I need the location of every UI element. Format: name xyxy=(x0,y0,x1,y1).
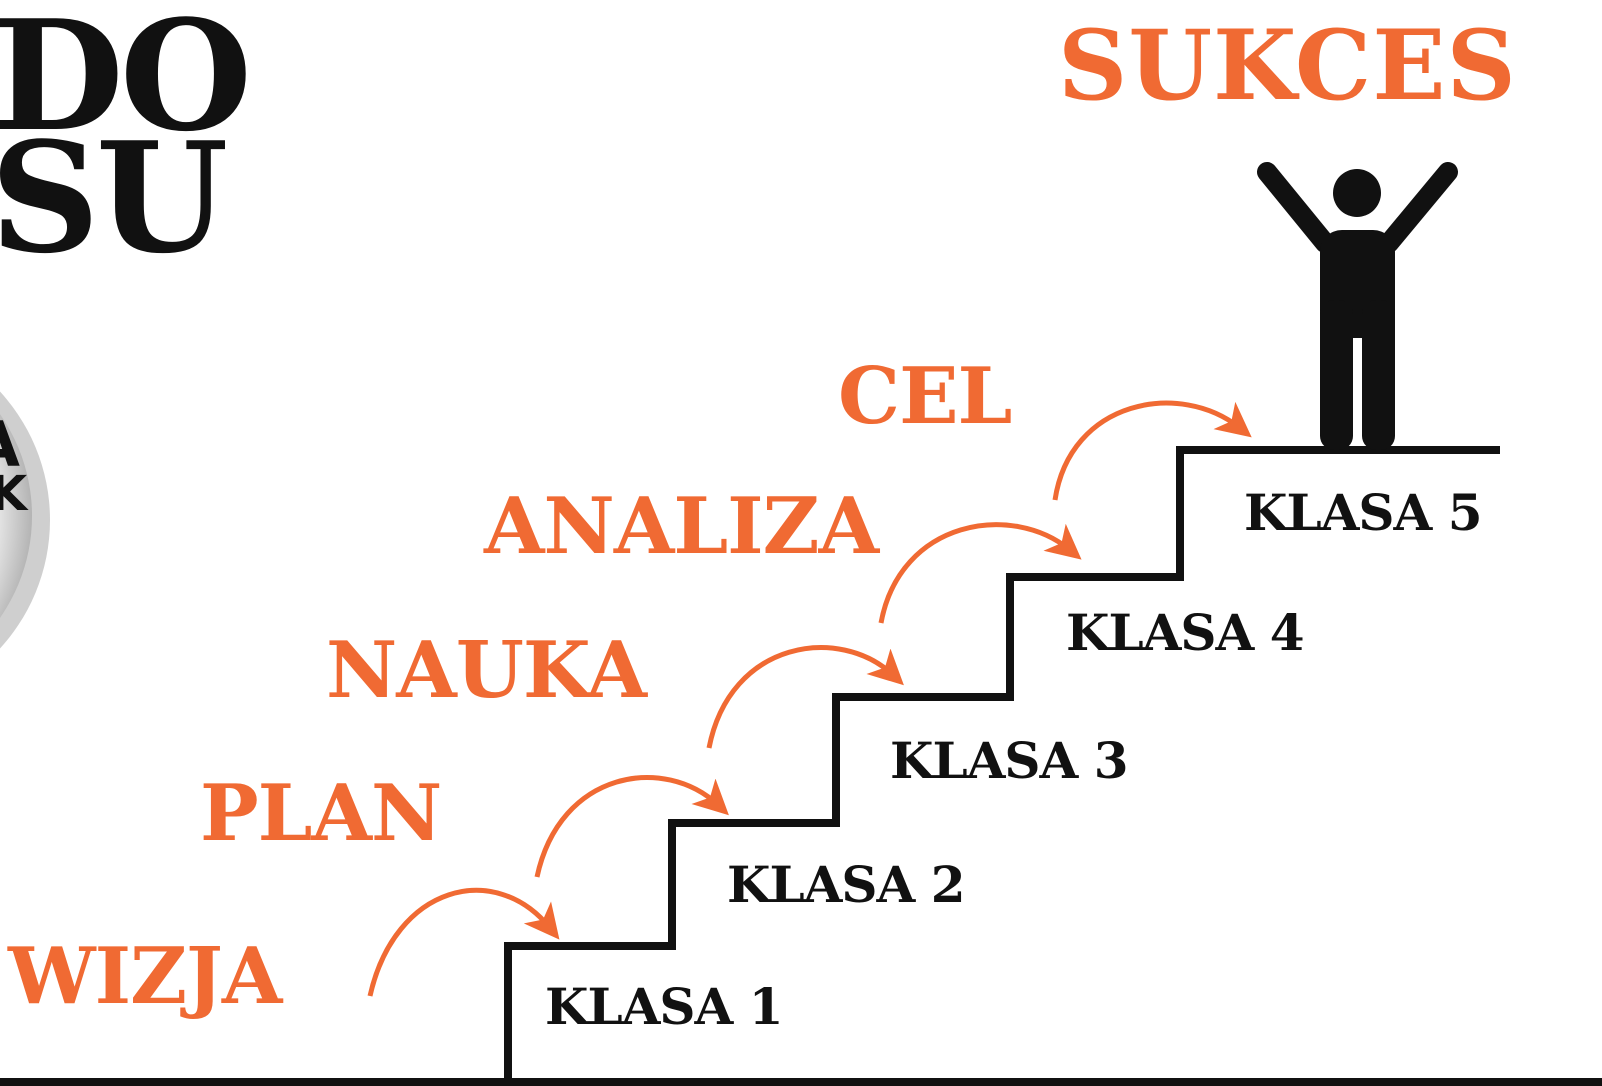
step-label-klasa-4: KLASA 4 xyxy=(1066,603,1305,662)
step-label-klasa-5: KLASA 5 xyxy=(1244,483,1483,542)
logo-badge xyxy=(0,391,50,649)
title-left-line1: DO xyxy=(0,0,252,165)
curved-arrow-icon xyxy=(367,887,560,997)
title-left-line2: SU xyxy=(0,108,228,287)
step-label-klasa-2: KLASA 2 xyxy=(727,855,966,914)
step-word-analiza: ANALIZA xyxy=(484,481,879,572)
step-word-cel: CEL xyxy=(838,351,1012,442)
title-sukces: SUKCES xyxy=(1058,9,1517,122)
logo-letter-bottom: K xyxy=(0,466,28,522)
curved-arrow-icon xyxy=(1052,400,1252,501)
curved-arrow-icon xyxy=(878,522,1082,624)
curved-arrow-icon xyxy=(706,645,904,749)
step-word-wizja: WIZJA xyxy=(8,931,282,1022)
step-word-nauka: NAUKA xyxy=(326,625,647,716)
curved-arrow-icon xyxy=(534,775,729,878)
staircase-line xyxy=(504,446,1500,1086)
person-arms-raised-icon xyxy=(1257,162,1458,450)
step-label-klasa-1: KLASA 1 xyxy=(545,977,784,1036)
step-word-plan: PLAN xyxy=(200,768,442,859)
step-label-klasa-3: KLASA 3 xyxy=(890,731,1129,790)
logo-letter-top: A xyxy=(0,414,20,476)
